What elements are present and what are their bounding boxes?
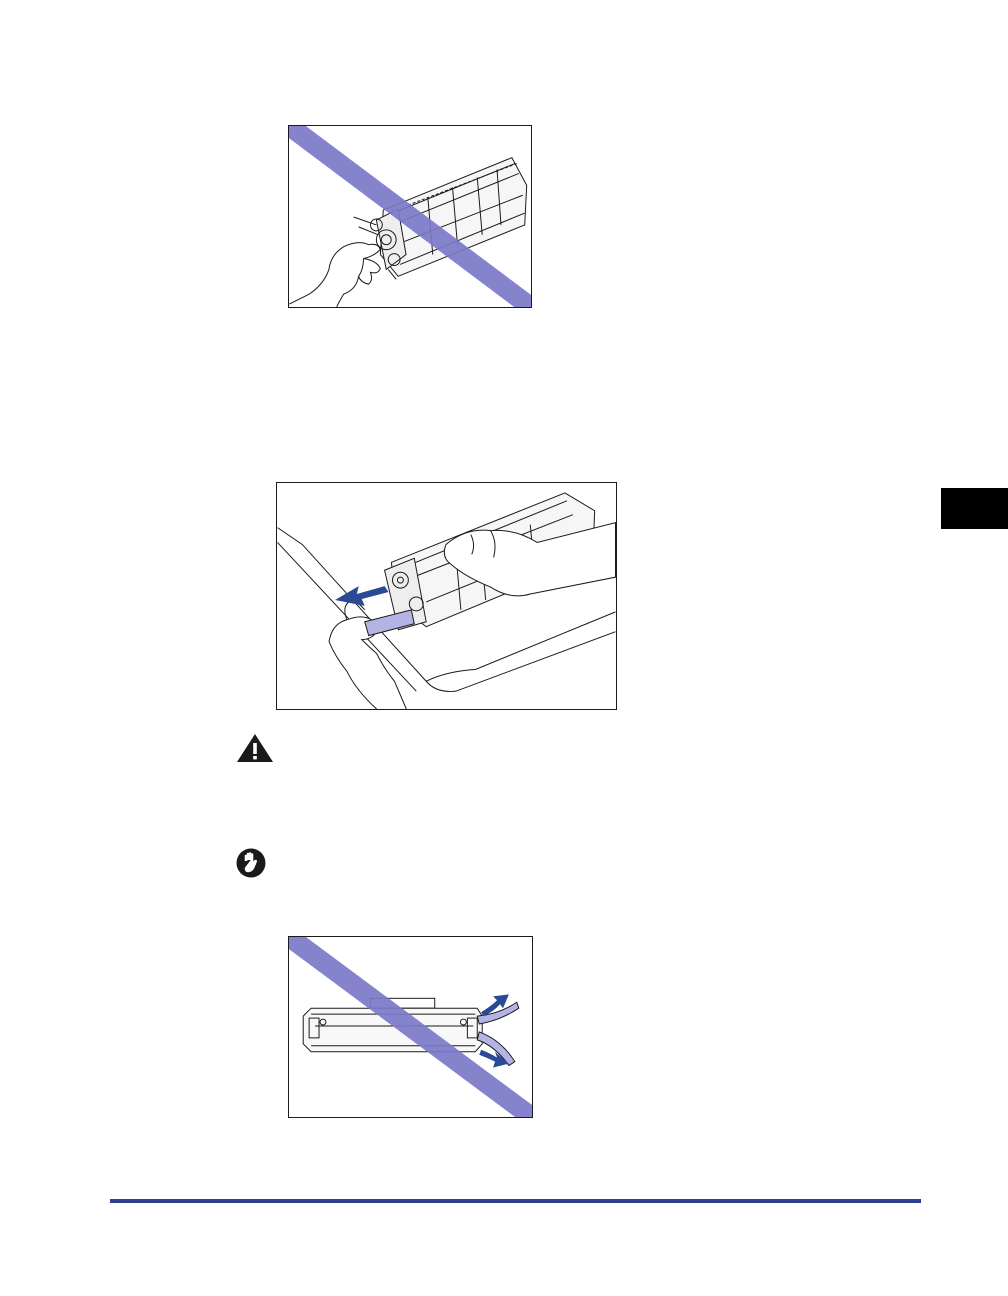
do-not-bend-tape-figure bbox=[288, 936, 533, 1118]
sealing-tape bbox=[365, 610, 415, 636]
bent-tape-illustration bbox=[289, 937, 532, 1117]
pull-sealing-tape-figure bbox=[276, 482, 617, 710]
sealing-tape-illustration bbox=[277, 483, 616, 709]
important-hand-icon bbox=[236, 848, 266, 878]
warning-triangle-icon bbox=[236, 733, 274, 763]
do-not-touch-gear-figure bbox=[288, 125, 532, 308]
chapter-tab bbox=[941, 488, 1008, 529]
footer-rule bbox=[110, 1199, 921, 1203]
cartridge-gear-illustration bbox=[289, 126, 531, 307]
